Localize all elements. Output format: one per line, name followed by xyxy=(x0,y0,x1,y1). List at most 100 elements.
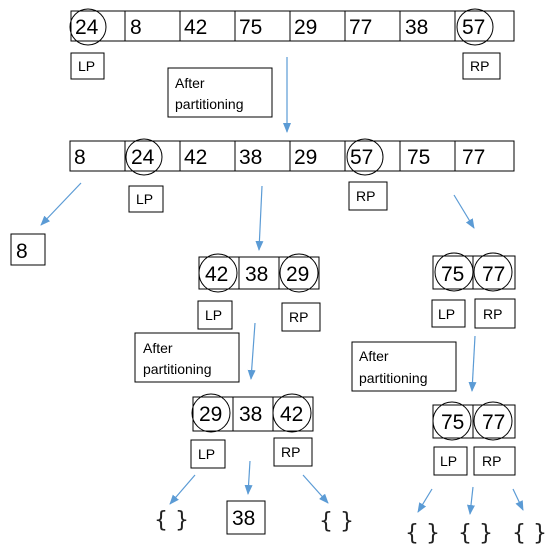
lp-box xyxy=(431,299,466,328)
note-line-1: After xyxy=(175,75,205,91)
rp-box xyxy=(273,437,313,467)
note-line-2: partitioning xyxy=(359,370,428,386)
arrow xyxy=(467,486,475,515)
lp-label: LP xyxy=(440,453,457,469)
empty-subarray: { } xyxy=(319,509,354,534)
cell-value: 29 xyxy=(294,146,317,169)
empty-subarray: { } xyxy=(154,508,189,533)
initial-array: 24 8 42 75 29 77 38 57 xyxy=(69,8,515,46)
cell-value: 29 xyxy=(286,263,309,286)
pointer-circle xyxy=(69,8,107,46)
arrow xyxy=(468,335,477,392)
array-cell xyxy=(234,140,291,172)
pointer-circle xyxy=(279,253,319,293)
single-element-8: 8 xyxy=(10,233,46,266)
note-line-1: After xyxy=(359,348,389,364)
array-cell xyxy=(179,140,236,172)
partitioned-pointers: LP RP xyxy=(128,181,388,213)
cell-value: 8 xyxy=(130,16,142,39)
pointer-circle xyxy=(432,401,472,441)
cell-value: 42 xyxy=(280,403,303,426)
array-cell xyxy=(69,140,126,172)
array-cell xyxy=(10,233,46,266)
array-cell xyxy=(289,140,346,172)
initial-pointers: LP RP xyxy=(70,52,501,80)
cell-value: 38 xyxy=(245,263,268,286)
lp-label: LP xyxy=(205,307,222,323)
middle-partitioned-pointers: LP RP xyxy=(190,437,313,469)
arrow xyxy=(247,322,256,380)
arrow xyxy=(255,185,264,251)
cell-value: 75 xyxy=(441,411,464,434)
partitioned-array: 8 24 42 38 29 57 75 77 xyxy=(69,138,515,176)
rp-box xyxy=(462,52,501,80)
right-partitioned-pointers: LP RP xyxy=(433,446,516,476)
array-cell xyxy=(226,500,266,535)
array-cell xyxy=(232,396,274,432)
cell-value: 8 xyxy=(74,146,86,169)
pointer-circle xyxy=(434,252,474,292)
cell-value: 75 xyxy=(239,16,262,39)
note-box xyxy=(134,332,240,383)
arrow xyxy=(244,460,253,495)
array-cell xyxy=(198,256,240,290)
arrow xyxy=(512,488,524,511)
lp-box xyxy=(197,300,233,330)
rp-label: RP xyxy=(470,58,489,74)
middle-subarray-partitioned: 29 38 42 xyxy=(191,393,314,433)
cell-value: 77 xyxy=(349,16,372,39)
single-element-38: 38 xyxy=(226,500,266,535)
array-cell xyxy=(344,10,401,42)
empty-subarray: { } xyxy=(405,521,440,546)
rp-box xyxy=(348,181,388,211)
pointer-circle xyxy=(473,252,513,292)
array-cell xyxy=(399,140,456,172)
cell-value: 42 xyxy=(205,263,228,286)
middle-subarray: 42 38 29 xyxy=(198,253,320,293)
lp-box xyxy=(70,52,105,80)
rp-label: RP xyxy=(483,306,502,322)
cell-value: 38 xyxy=(239,146,262,169)
after-partitioning-note-1: After partitioning xyxy=(167,67,273,118)
after-partitioning-note-3: After partitioning xyxy=(351,341,457,392)
array-cell xyxy=(289,10,346,42)
pointer-circle xyxy=(473,401,513,441)
cell-value: 24 xyxy=(75,16,99,39)
note-line-2: partitioning xyxy=(175,96,244,112)
cell-value: 57 xyxy=(462,16,485,39)
pointer-circle xyxy=(191,393,231,433)
cell-value: 29 xyxy=(199,403,222,426)
pointer-circle xyxy=(346,138,384,176)
cell-value: 38 xyxy=(239,403,262,426)
rp-label: RP xyxy=(281,444,300,460)
empty-subarray: { } xyxy=(512,521,547,546)
empty-subarray: { } xyxy=(458,521,493,546)
cell-value: 42 xyxy=(184,16,207,39)
rp-box xyxy=(474,298,516,329)
note-box xyxy=(167,67,273,118)
rp-label: RP xyxy=(482,453,501,469)
array-cell xyxy=(399,10,456,42)
note-box xyxy=(351,341,457,392)
pointer-circle xyxy=(198,253,238,293)
cell-value: 57 xyxy=(350,146,373,169)
lp-box xyxy=(128,185,164,213)
array-cell xyxy=(70,10,126,42)
arrow xyxy=(40,182,82,226)
arrow xyxy=(302,474,329,504)
right-subarray: 75 77 xyxy=(432,252,516,292)
cell-value: 24 xyxy=(131,146,155,169)
cell-value: 75 xyxy=(441,263,464,286)
arrow xyxy=(169,474,196,505)
array-cell xyxy=(454,140,515,172)
lp-box xyxy=(190,439,226,469)
lp-label: LP xyxy=(78,58,95,74)
lp-label: LP xyxy=(438,306,455,322)
rp-box xyxy=(281,302,321,332)
cell-value: 77 xyxy=(482,411,505,434)
lp-label: LP xyxy=(198,446,215,462)
arrow xyxy=(417,488,433,513)
cell-value: 8 xyxy=(16,240,28,263)
array-cell xyxy=(179,10,236,42)
